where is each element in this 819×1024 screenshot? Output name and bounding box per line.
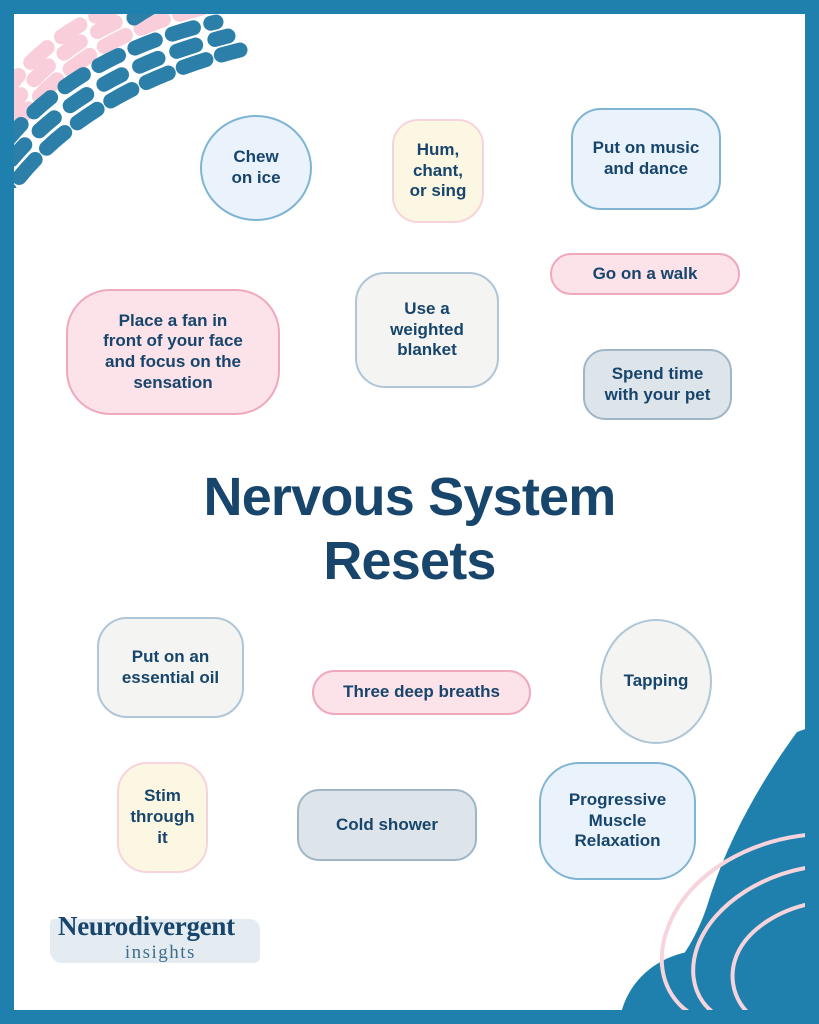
logo-brush-stroke	[50, 919, 260, 963]
logo-tagline: insights	[124, 942, 196, 963]
bubble-label: Hum,chant,or sing	[409, 139, 467, 201]
bubble-label: Cold shower	[335, 814, 438, 834]
logo-brand-name: Neurodivergent	[58, 911, 235, 941]
bubble-three-deep-breaths[interactable]: Three deep breaths	[312, 670, 531, 715]
bubble-cold-shower[interactable]: Cold shower	[297, 789, 477, 861]
bubble-hum-chant-sing[interactable]: Hum,chant,or sing	[392, 119, 484, 223]
bubble-label: Three deep breaths	[343, 682, 500, 702]
bubble-label: Go on a walk	[592, 263, 698, 283]
brand-logo[interactable]: Neurodivergent insights	[50, 911, 260, 963]
bubble-label: Tapping	[623, 671, 689, 691]
bubble-tapping[interactable]: Tapping	[600, 619, 712, 744]
page-title: Nervous System Resets	[14, 466, 805, 593]
title-line-2: Resets	[323, 530, 496, 591]
bubble-go-on-a-walk[interactable]: Go on a walk	[550, 253, 740, 295]
title-line-1: Nervous System	[203, 467, 617, 527]
